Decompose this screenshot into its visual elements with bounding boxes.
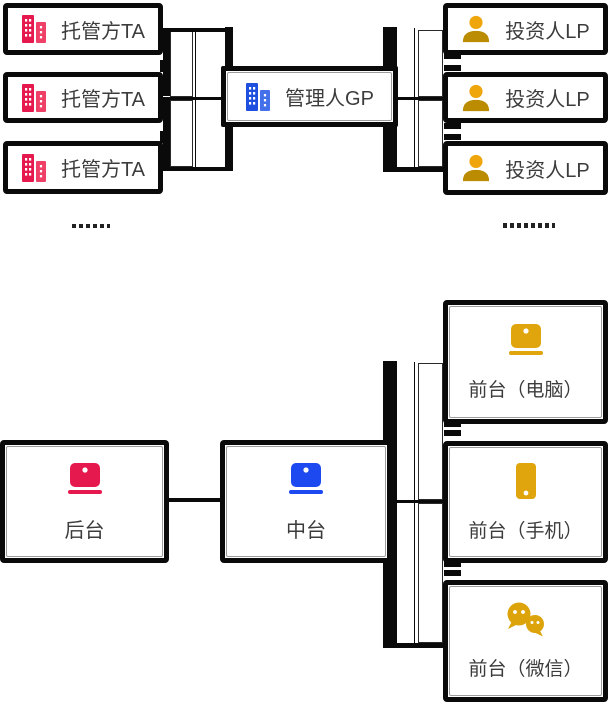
connector-channel — [170, 31, 193, 97]
node-investor-lp-3[interactable]: 投资人LP — [443, 141, 608, 195]
node-middle-platform[interactable]: 中台 — [220, 440, 392, 563]
node-custodian-ta-1[interactable]: 托管方TA — [3, 3, 163, 55]
node-custodian-ta-3[interactable]: 托管方TA — [3, 141, 163, 194]
node-custodian-ta-2[interactable]: 托管方TA — [3, 72, 163, 123]
laptop-icon — [284, 461, 328, 499]
connector-stub — [160, 60, 170, 72]
node-frontend-wechat[interactable]: 前台（微信） — [443, 580, 608, 702]
connector-line — [163, 28, 233, 32]
person-icon — [461, 153, 491, 183]
building-icon — [21, 84, 47, 112]
connector-line — [383, 167, 460, 172]
node-label: 前台（微信） — [468, 659, 583, 680]
connector-stub — [444, 123, 461, 129]
connector-channel — [418, 363, 443, 500]
connector-line — [168, 498, 222, 502]
connector-line — [383, 643, 448, 648]
connector-channel — [418, 100, 443, 167]
node-label: 前台（手机） — [468, 521, 583, 542]
node-label: 投资人LP — [505, 20, 590, 43]
laptop-icon — [504, 322, 548, 360]
connector-line — [163, 97, 222, 100]
node-frontend-phone[interactable]: 前台（手机） — [443, 441, 608, 563]
person-icon — [461, 83, 491, 113]
node-label: 中台 — [286, 519, 326, 542]
connector-stub — [160, 131, 170, 143]
node-label: 托管方TA — [60, 159, 146, 181]
node-investor-lp-2[interactable]: 投资人LP — [443, 72, 608, 123]
connector-stub — [444, 430, 461, 436]
connector-channel — [418, 30, 443, 97]
connector-stub — [444, 53, 461, 59]
node-backend[interactable]: 后台 — [0, 440, 169, 563]
connector-stub — [444, 570, 461, 576]
connector-stub — [444, 561, 461, 567]
node-label: 托管方TA — [60, 20, 146, 43]
wechat-icon — [503, 601, 549, 639]
connector-line — [375, 500, 443, 503]
connector-stub — [444, 65, 461, 71]
laptop-icon — [63, 461, 107, 499]
person-icon — [461, 14, 491, 44]
building-icon — [245, 83, 271, 111]
clipped-text-remnant — [503, 223, 555, 228]
node-investor-lp-1[interactable]: 投资人LP — [443, 3, 608, 55]
connector-channel — [418, 503, 443, 643]
node-label: 后台 — [64, 519, 105, 542]
clipped-text-remnant — [72, 224, 110, 228]
node-label: 托管方TA — [60, 89, 146, 111]
node-label: 投资人LP — [505, 159, 590, 182]
connector-stub — [444, 421, 461, 427]
node-label: 前台（电脑） — [468, 380, 583, 401]
node-frontend-pc[interactable]: 前台（电脑） — [443, 300, 608, 424]
connector-trunk — [225, 27, 233, 66]
connector-trunk — [225, 127, 233, 171]
building-icon — [21, 15, 47, 43]
node-label: 管理人GP — [285, 88, 374, 110]
connector-line — [380, 97, 443, 100]
connector-stub — [444, 134, 461, 140]
phone-icon — [512, 461, 540, 501]
connector-channel — [170, 100, 193, 167]
connector-line — [163, 167, 233, 171]
connector-thin-line — [414, 362, 415, 644]
node-manager-gp[interactable]: 管理人GP — [221, 66, 398, 127]
building-icon — [21, 154, 47, 182]
node-label: 投资人LP — [505, 89, 590, 111]
